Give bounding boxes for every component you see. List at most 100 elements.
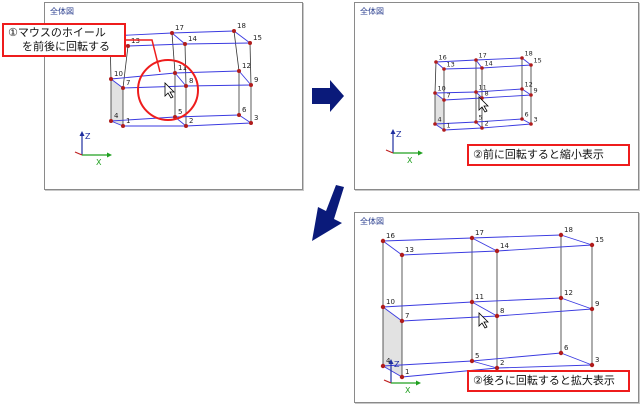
node-label: 7 bbox=[405, 312, 409, 320]
node-label: 12 bbox=[525, 81, 533, 89]
node-point bbox=[474, 58, 478, 62]
node-point bbox=[589, 306, 595, 312]
node-point bbox=[249, 83, 253, 87]
node-label: 4 bbox=[438, 116, 442, 124]
node-point bbox=[249, 121, 253, 125]
node-label: 2 bbox=[500, 359, 504, 367]
beam-member bbox=[238, 114, 252, 124]
beam-member bbox=[443, 127, 483, 131]
node-point bbox=[433, 122, 437, 126]
node-point bbox=[469, 299, 475, 305]
node-point bbox=[184, 124, 188, 128]
node-label: 8 bbox=[500, 307, 504, 315]
node-point bbox=[589, 242, 595, 248]
node-label: 1 bbox=[405, 368, 409, 376]
node-label: 1 bbox=[447, 122, 451, 130]
beam-member bbox=[471, 301, 498, 317]
axis-x-arrowhead bbox=[416, 380, 421, 386]
node-label: 4 bbox=[386, 357, 391, 365]
node-point bbox=[399, 374, 405, 380]
node-label: 16 bbox=[439, 54, 447, 62]
node-label: 6 bbox=[525, 111, 529, 119]
node-point bbox=[520, 87, 524, 91]
node-label: 2 bbox=[485, 120, 489, 128]
node-label: 4 bbox=[114, 112, 119, 120]
node-point bbox=[399, 252, 405, 258]
node-point bbox=[529, 93, 533, 97]
node-label: 11 bbox=[178, 64, 187, 72]
node-point bbox=[480, 66, 484, 70]
beam-member bbox=[434, 123, 445, 131]
axis-z-arrowhead bbox=[79, 131, 85, 136]
node-point bbox=[558, 295, 564, 301]
axis-y-line bbox=[385, 149, 394, 154]
beam-member bbox=[171, 32, 186, 45]
beam-member bbox=[238, 70, 252, 86]
beam-member bbox=[471, 234, 562, 239]
beam-member bbox=[443, 97, 483, 101]
node-point bbox=[558, 350, 564, 356]
beam-member bbox=[521, 88, 532, 96]
node-point bbox=[232, 29, 236, 33]
node-label: 10 bbox=[386, 298, 395, 306]
node-point bbox=[480, 126, 484, 130]
callout-leader-line bbox=[125, 39, 161, 73]
shaded-wall-panel bbox=[111, 79, 123, 126]
callout-zoom-in-text: ②後ろに回転すると拡大表示 bbox=[473, 374, 615, 387]
node-label: 5 bbox=[475, 352, 479, 360]
node-point bbox=[529, 122, 533, 126]
node-point bbox=[589, 362, 595, 368]
beam-member bbox=[560, 234, 593, 246]
node-point bbox=[170, 31, 174, 35]
node-label: 14 bbox=[485, 60, 493, 68]
node-label: 12 bbox=[242, 62, 251, 70]
node-label: 3 bbox=[254, 114, 258, 122]
axis-z-label: Z bbox=[396, 130, 402, 139]
beam-member bbox=[471, 360, 498, 369]
node-point bbox=[433, 91, 437, 95]
node-point bbox=[121, 124, 125, 128]
node-label: 14 bbox=[188, 35, 197, 43]
column-member bbox=[171, 32, 176, 74]
beam-member bbox=[174, 72, 187, 87]
node-point bbox=[469, 358, 475, 364]
beam-member bbox=[434, 121, 477, 125]
beam-member bbox=[471, 352, 562, 362]
beam-member bbox=[475, 88, 523, 93]
node-label: 10 bbox=[438, 85, 446, 93]
node-label: 5 bbox=[479, 114, 483, 122]
node-label: 3 bbox=[595, 356, 599, 364]
beam-member bbox=[496, 364, 593, 369]
node-point bbox=[494, 313, 500, 319]
beam-member bbox=[382, 360, 473, 367]
column-member bbox=[122, 45, 129, 89]
node-point bbox=[184, 84, 188, 88]
beam-member bbox=[127, 43, 186, 47]
beam-member bbox=[443, 67, 483, 70]
node-label: 9 bbox=[595, 300, 599, 308]
node-label: 2 bbox=[189, 117, 193, 125]
beam-member bbox=[110, 78, 124, 89]
axis-z-arrowhead bbox=[390, 129, 396, 134]
beam-member bbox=[382, 237, 473, 242]
beam-member bbox=[174, 70, 240, 74]
node-point bbox=[494, 365, 500, 371]
beam-member bbox=[481, 94, 532, 99]
node-point bbox=[380, 363, 386, 369]
node-point bbox=[474, 120, 478, 124]
node-point bbox=[442, 67, 446, 71]
node-label: 18 bbox=[564, 226, 573, 234]
beam-member bbox=[475, 57, 523, 61]
mouse-pointer-icon bbox=[164, 82, 175, 99]
node-label: 10 bbox=[114, 70, 123, 78]
node-point bbox=[126, 44, 130, 48]
axis-x-arrowhead bbox=[418, 150, 423, 156]
arrow-down-left-icon bbox=[312, 185, 344, 241]
beam-member bbox=[184, 42, 251, 45]
node-label: 17 bbox=[479, 52, 487, 60]
beam-member bbox=[434, 92, 445, 101]
